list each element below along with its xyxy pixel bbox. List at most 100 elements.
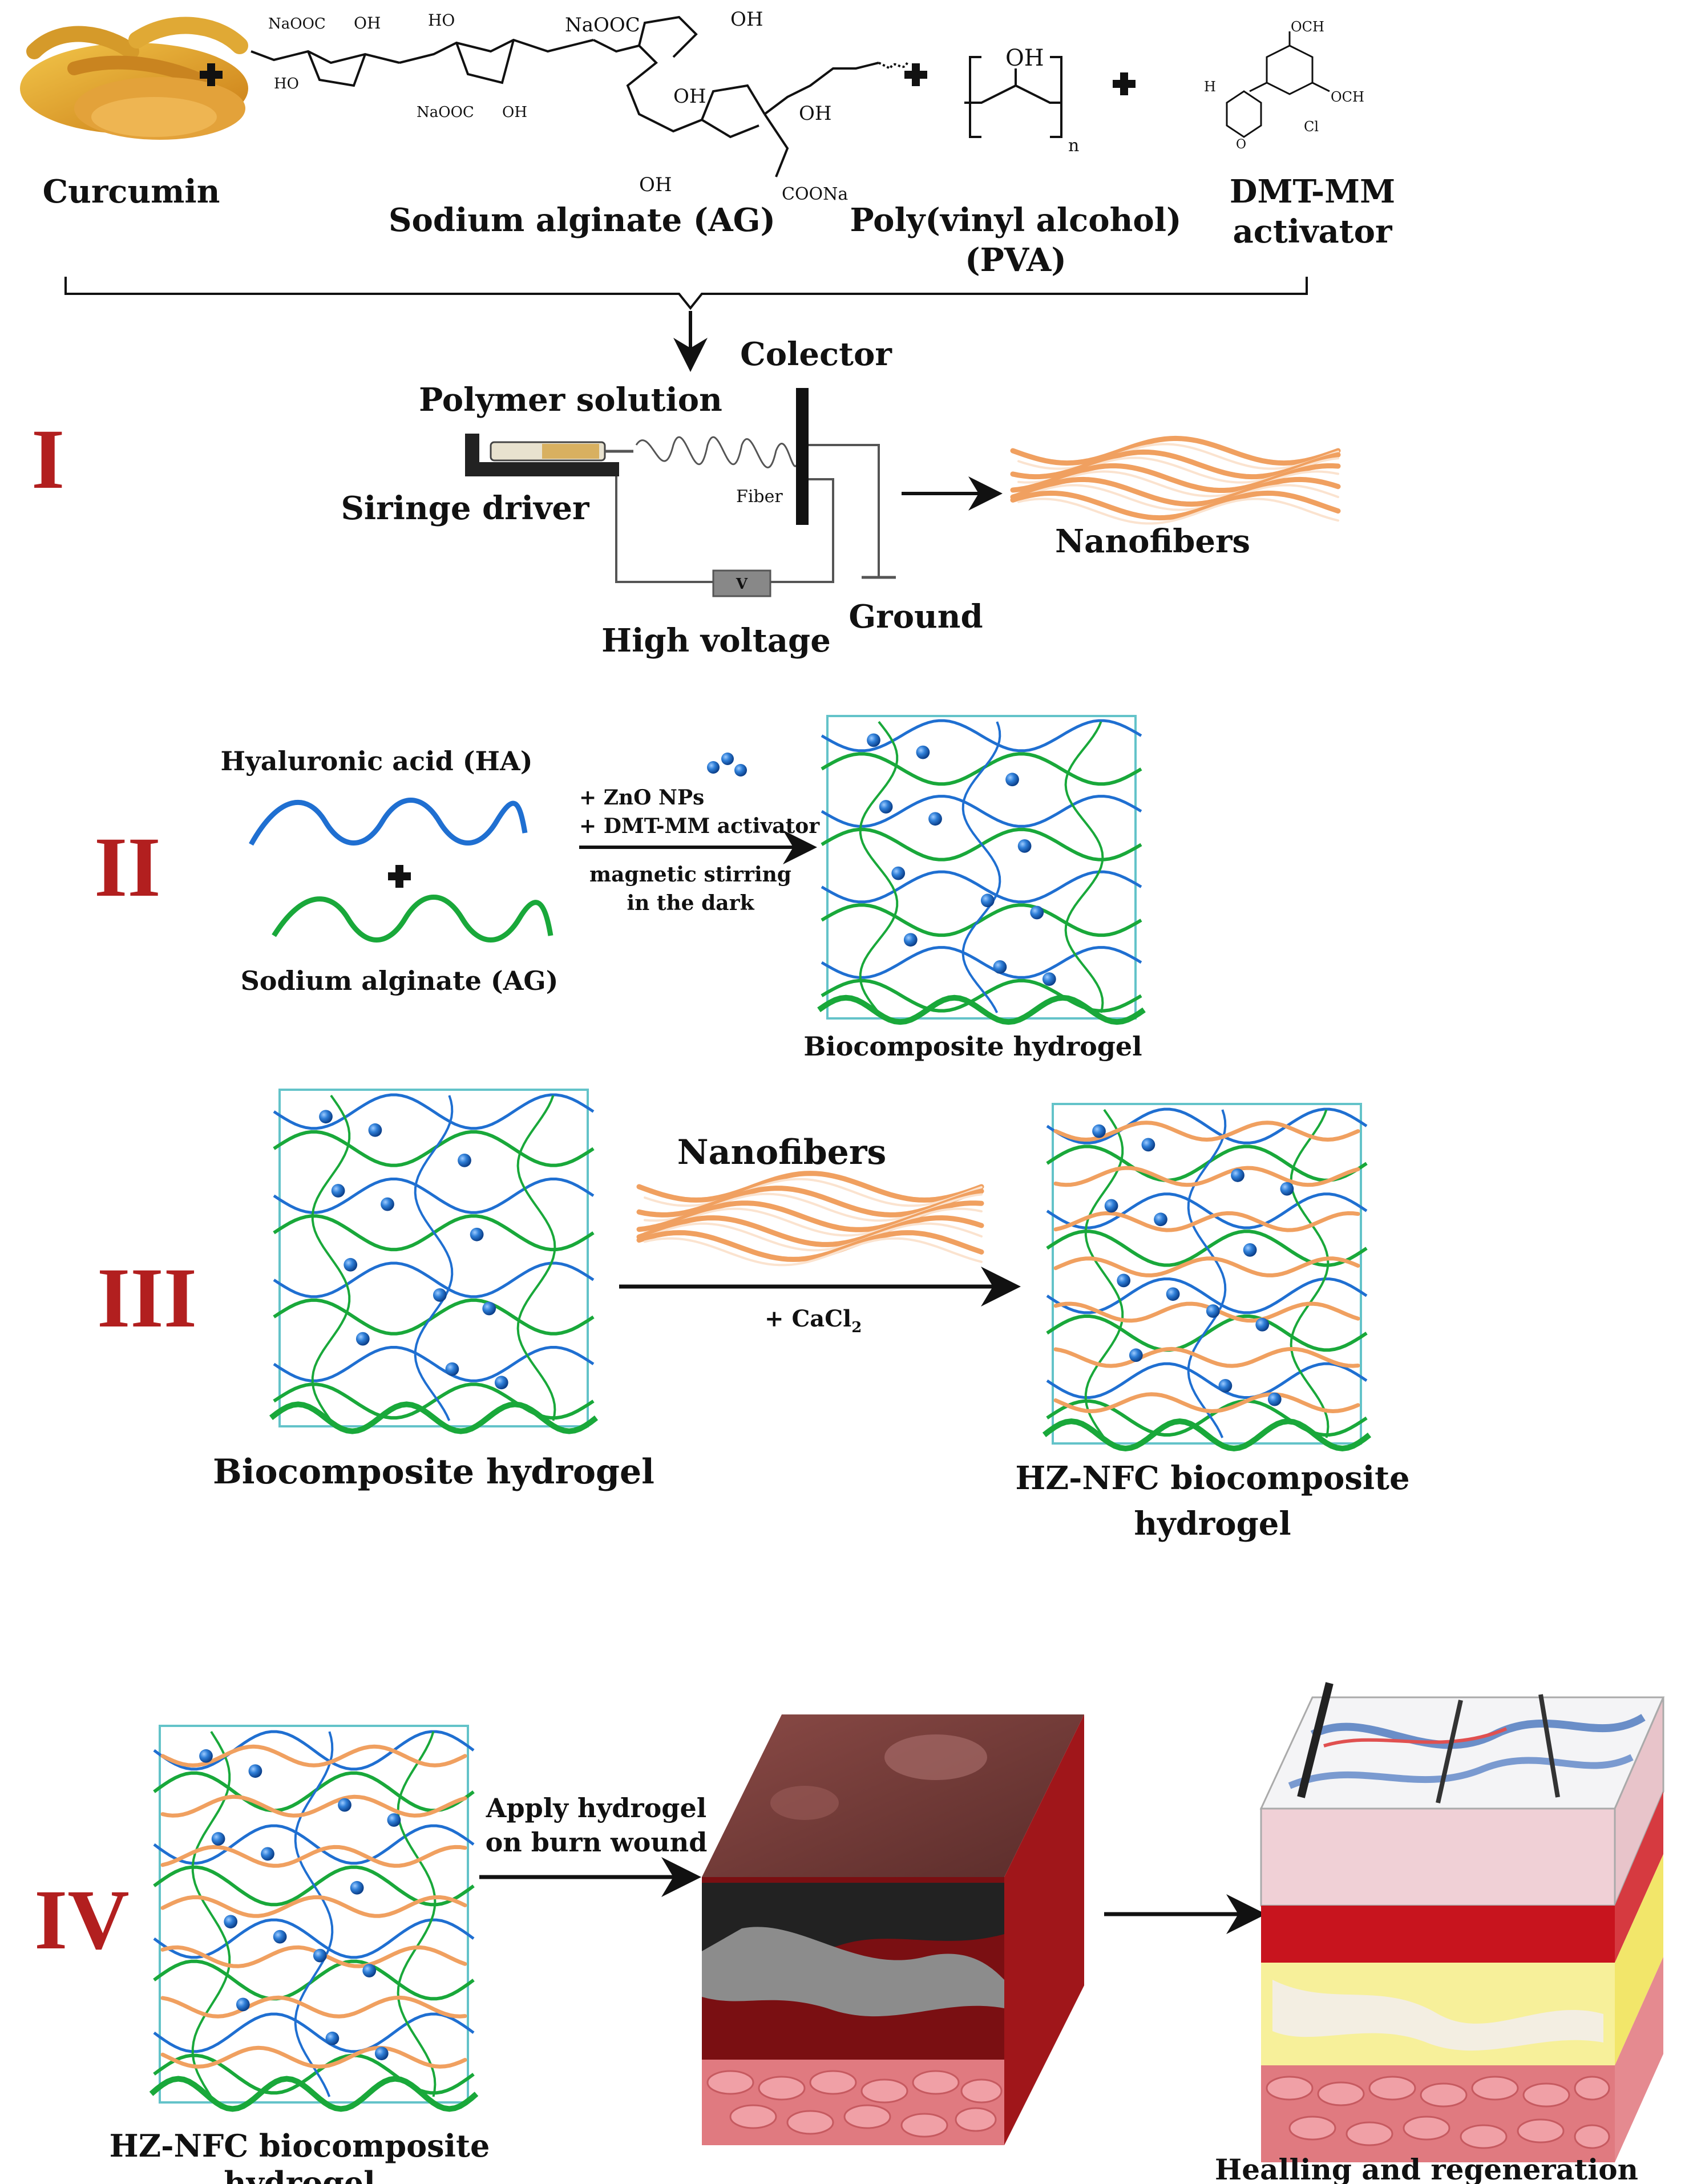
zno-nanoparticle [879, 800, 893, 814]
nanofiber [636, 1215, 984, 1247]
zno-nanoparticle [1243, 1243, 1257, 1257]
ha-chain [821, 795, 1142, 828]
fiber-label: Fiber [736, 487, 783, 507]
nanofiber [644, 1237, 983, 1267]
ha-chain [153, 1730, 475, 1771]
nanofiber [1053, 1392, 1360, 1414]
zno-nanoparticle [313, 1948, 327, 1963]
zno-nanoparticle [338, 1798, 351, 1812]
ag-chain [1046, 1315, 1368, 1352]
hz-nfc-hydrogel-network [1042, 1103, 1372, 1451]
apply-label-line1: Apply hydrogel [486, 1793, 706, 1823]
nanofiber [160, 1744, 467, 1768]
oh-label: OH [639, 173, 672, 196]
electrospinning-setup [465, 388, 896, 597]
ag-chain [1064, 721, 1104, 1013]
oh-label: OH [673, 85, 706, 108]
nanofiber [1017, 470, 1339, 498]
zno-nanoparticle [1280, 1182, 1294, 1196]
ag-chain [1046, 1144, 1368, 1182]
ag-chain [149, 2076, 479, 2112]
ha-chain [273, 1178, 595, 1214]
nanofibers-label: Nanofibers [677, 1133, 887, 1172]
ho-label: HO [428, 11, 455, 30]
nanofiber [636, 1230, 984, 1262]
zno-nanoparticle [236, 1997, 250, 2012]
ag-chain [1290, 1109, 1330, 1438]
step-iii-numeral: III [97, 1251, 197, 1345]
ha-chain [273, 1093, 595, 1130]
zno-nanoparticle [1141, 1138, 1155, 1152]
zno-nanoparticle [980, 893, 995, 908]
nanofiber [160, 1945, 467, 1968]
step-i-numeral: I [31, 412, 64, 507]
ha-chain [821, 719, 1142, 753]
ag-chain [1042, 1418, 1372, 1451]
pva-label-line1: Poly(vinyl alcohol) [850, 201, 1182, 239]
nanofiber [1017, 443, 1339, 470]
zno-nanoparticle [331, 1184, 345, 1198]
apply-label-line2: on burn wound [486, 1827, 708, 1858]
hz-nfc-hydrogel-network [149, 1725, 479, 2112]
ag-chain [273, 1298, 595, 1336]
ho-label: HO [274, 75, 299, 92]
zno-nanoparticle [381, 1197, 394, 1211]
zno-nanoparticle [1104, 1199, 1118, 1213]
zno-nanoparticle [325, 2031, 340, 2045]
plus-icon [904, 63, 927, 86]
cacl2-label: + CaCl2 [765, 1305, 862, 1336]
stirring-label-line2: in the dark [627, 891, 754, 915]
ag-chain [397, 1731, 437, 2097]
high-voltage-label: High voltage [601, 622, 831, 660]
colector-label: Colector [740, 335, 892, 373]
n-label: n [1068, 136, 1079, 156]
ha-chain [1046, 1362, 1368, 1399]
syringe-driver-label: Siringe driver [341, 490, 590, 527]
nanofibers-label: Nanofibers [1055, 523, 1250, 560]
zno-nanoparticle [211, 1832, 225, 1846]
ag-chain [273, 1130, 595, 1167]
zno-nanoparticle [248, 1764, 262, 1778]
nanofiber [160, 1895, 467, 1918]
ha-chain [414, 1095, 454, 1421]
ag-chain [1084, 1109, 1124, 1439]
cl-label: Cl [1304, 119, 1319, 135]
dmtmm-label: + DMT-MM activator [579, 814, 820, 838]
ag-chain [272, 895, 553, 943]
ground-label: Ground [848, 598, 983, 636]
nanofiber [644, 1178, 983, 1207]
ag-chain [153, 1959, 475, 2001]
dmtmm-label-line1: DMT-MM [1230, 173, 1395, 211]
nanofiber [1017, 484, 1339, 511]
alginate-structure [250, 15, 908, 177]
och3-label: OCH [1331, 89, 1364, 105]
zno-nanoparticle [350, 1880, 364, 1895]
och3-label: OCH [1291, 19, 1324, 35]
hydrogel-frame [826, 715, 1137, 1020]
oh-label: OH [354, 14, 381, 33]
zno-nanoparticle [261, 1847, 274, 1861]
zno-nanoparticle [1129, 1348, 1143, 1362]
zno-nanoparticle [1255, 1317, 1270, 1332]
nanofiber [636, 1171, 984, 1203]
pva-structure [964, 56, 1062, 138]
zno-nanoparticle [1218, 1378, 1233, 1393]
ha-chain [821, 870, 1142, 904]
healed-skin-illustration [1259, 1682, 1665, 2162]
hz-nfc-label-line2: hydrogel [1134, 1505, 1291, 1543]
hz-nfc-label-line1: HZ-NFC biocomposite [1015, 1459, 1409, 1497]
nanofiber [160, 1794, 467, 1818]
h3c-label: H [1204, 79, 1216, 95]
oh-label: OH [730, 8, 763, 31]
ha-chain [961, 721, 1001, 1013]
hydrogel-frame [278, 1089, 589, 1427]
zno-nanoparticle [224, 1915, 238, 1929]
zno-nanoparticle [368, 1123, 382, 1137]
zno-nanoparticle [374, 2047, 389, 2061]
nanofiber [160, 1845, 467, 1868]
curcumin-image [20, 17, 248, 140]
ag-chain [311, 1094, 351, 1422]
nanofibers-bundle [636, 1171, 984, 1267]
